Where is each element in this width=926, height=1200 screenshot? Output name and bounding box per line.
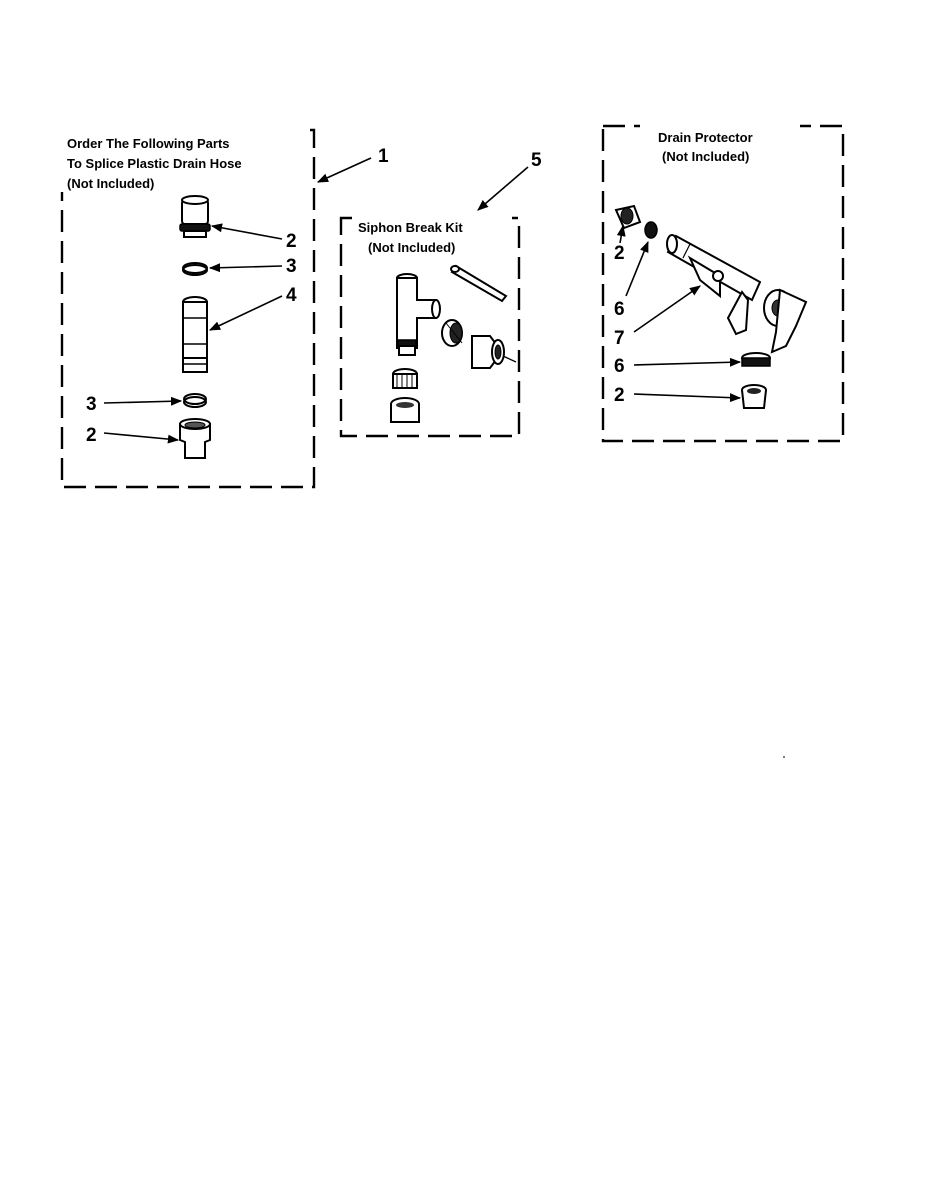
drain-label-6-bottom: 6 <box>614 356 625 377</box>
callout-1: 1 <box>378 146 389 167</box>
label-2-bottom: 2 <box>86 425 97 446</box>
label-3-bottom: 3 <box>86 394 97 415</box>
leader-3-top <box>208 263 283 273</box>
callout-5: 5 <box>531 150 542 171</box>
drain-label-2-top: 2 <box>614 243 625 264</box>
leader-2-top <box>210 223 283 240</box>
siphon-tee <box>396 273 441 356</box>
drain-title-line-2: (Not Included) <box>662 149 749 164</box>
drain-label-6-top: 6 <box>614 299 625 320</box>
siphon-break-frame <box>339 216 521 438</box>
siphon-lower-nut <box>392 368 418 389</box>
hose-clamp-bottom <box>183 393 207 408</box>
drain-leader-6-bottom <box>633 357 742 367</box>
siphon-break-group: Siphon Break Kit (Not Included) 5 <box>339 150 542 438</box>
siphon-title-line-1: Siphon Break Kit <box>358 220 463 235</box>
drain-leader-2-top <box>616 224 626 244</box>
drain-protector-body <box>666 234 808 354</box>
hose-coupling <box>182 296 208 373</box>
drain-ring-top <box>644 221 658 239</box>
label-2-top: 2 <box>286 231 297 252</box>
drain-cap-top <box>614 204 642 230</box>
drain-label-7: 7 <box>614 328 625 349</box>
siphon-nut <box>441 319 463 347</box>
drain-ring-bottom <box>741 352 771 367</box>
drain-cap-bottom <box>741 384 767 409</box>
splice-title-line-2: To Splice Plastic Drain Hose <box>67 156 242 171</box>
siphon-pin <box>450 264 508 303</box>
callout-5-leader <box>477 166 529 211</box>
label-3-top: 3 <box>286 256 297 277</box>
siphon-adapter <box>471 335 517 369</box>
splice-title-line-1: Order The Following Parts <box>67 136 230 151</box>
callout-1-leader <box>316 157 372 183</box>
siphon-title-line-2: (Not Included) <box>368 240 455 255</box>
leader-2-bottom <box>103 432 180 444</box>
drain-title-line-1: Drain Protector <box>658 130 753 145</box>
drain-protector-group: Drain Protector (Not Included) <box>601 120 845 443</box>
label-4: 4 <box>286 285 297 306</box>
drain-leader-6-top <box>625 240 649 297</box>
splice-title-line-3: (Not Included) <box>67 176 154 191</box>
scan-speck <box>783 756 785 758</box>
siphon-cup <box>390 397 420 423</box>
leader-3-bottom <box>103 396 183 406</box>
drain-leader-2-bottom <box>633 393 742 403</box>
drain-label-2-bottom: 2 <box>614 385 625 406</box>
splice-parts-group: Order The Following Parts To Splice Plas… <box>60 126 389 489</box>
drain-leader-7 <box>633 285 701 333</box>
leader-4 <box>208 295 283 331</box>
hose-clamp-top <box>182 262 208 276</box>
hose-connector-top <box>179 195 211 238</box>
hose-connector-bottom <box>179 418 211 459</box>
